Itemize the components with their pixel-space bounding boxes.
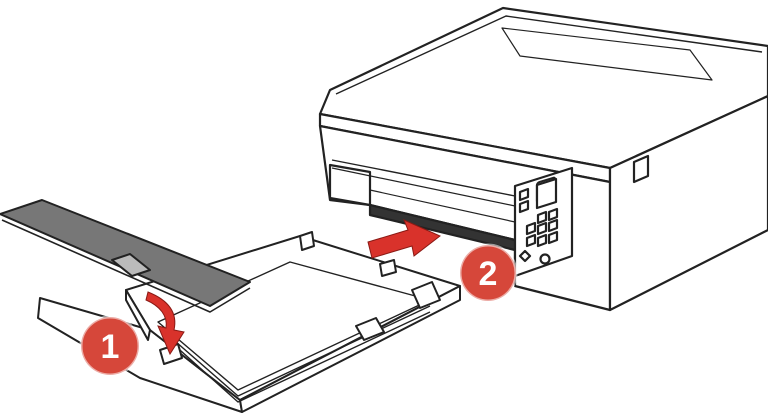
arrow-right-icon [367,219,441,259]
step-number-2: 2 [479,255,498,293]
control-panel [513,166,574,278]
step-badge-2: 2 [458,243,518,303]
cassette-cover [0,199,251,313]
curved-arrow-icon [145,291,185,356]
step-number-1: 1 [101,328,120,366]
step-badge-1: 1 [79,315,141,377]
printer [318,6,768,312]
